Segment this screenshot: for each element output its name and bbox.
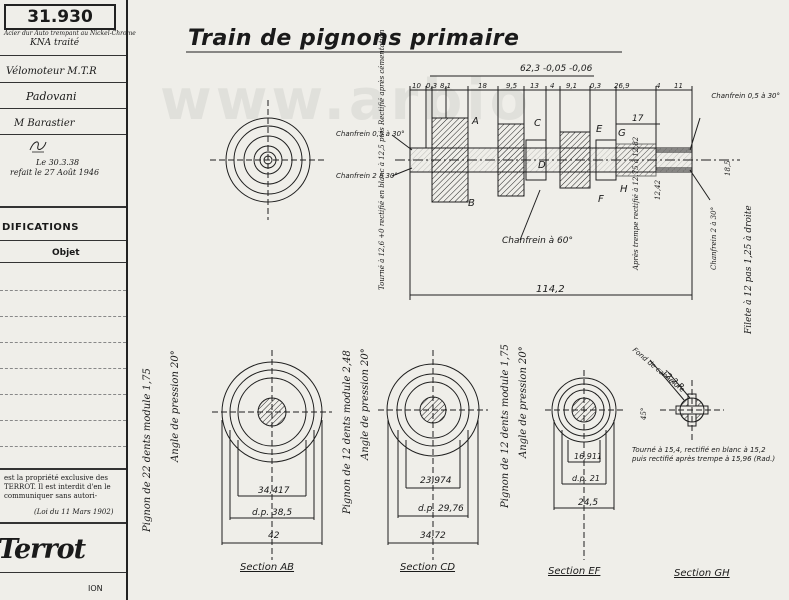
signature: [29, 141, 47, 153]
section-gh-view: [649, 359, 724, 440]
material-grade: KNA traité: [30, 38, 80, 48]
pinion-cd-spec: Pignon de 12 dents module 2,48: [342, 350, 353, 514]
section-ab-view: [212, 350, 332, 560]
table-row: [0, 420, 126, 421]
table-row: [0, 394, 126, 395]
gh-angle: 45°: [640, 407, 648, 420]
table-row: [0, 446, 126, 447]
table-row: [0, 290, 126, 291]
table-row: [0, 368, 126, 369]
pinion-ab-inner: 34,417: [258, 486, 290, 496]
law-reference: (Loi du 11 Mars 1902): [34, 508, 114, 516]
chamfer-left-bottom: Chanfrein 2 à 30°: [336, 172, 398, 180]
top-dim: 4: [656, 82, 661, 90]
section-letter: H: [620, 184, 628, 195]
date-redone: refait le 27 Août 1946: [10, 168, 100, 177]
divider: [0, 468, 126, 470]
top-dim: 9,5: [506, 82, 518, 90]
draftsman-name: Padovani: [26, 90, 77, 103]
section-letter: F: [598, 194, 604, 205]
vehicle-name: Vélomoteur M.T.R: [6, 66, 97, 77]
overall-length: 114,2: [536, 284, 565, 295]
pinion-ef-pitch: d.p. 21: [572, 474, 600, 483]
section-ef-view: [545, 370, 623, 560]
top-dim: 0,3: [590, 82, 602, 90]
diameter-right-1: 18,5: [724, 160, 732, 176]
section-letter: D: [538, 160, 546, 171]
section-cd-view: [378, 350, 488, 560]
pinion-ab-pitch: d.p. 38,5: [252, 508, 293, 518]
section-letter: A: [472, 116, 479, 127]
divider: [0, 572, 126, 573]
section-letter: G: [618, 128, 626, 139]
top-dim: 26,9: [614, 82, 630, 90]
table-row: [0, 342, 126, 343]
pinion-ef-outer: 24,5: [578, 498, 599, 508]
pinion-ab-angle: Angle de pression 20°: [170, 350, 181, 462]
divider: [0, 522, 126, 524]
gh-note: Tourné à 15,4, rectifié en blanc à 15,2 …: [632, 446, 776, 463]
material-text: Acier dur Auto trempant au Nickel-Chrome: [4, 30, 136, 37]
objet-header: Objet: [52, 248, 80, 258]
drawing-title: Train de pignons primaire: [188, 26, 520, 51]
section-gh-label: Section GH: [674, 568, 730, 579]
top-dim: 0,3: [426, 82, 438, 90]
divider: [0, 206, 126, 208]
divider: [0, 82, 126, 83]
pinion-ab-spec: Pignon de 22 dents module 1,75: [142, 368, 153, 532]
checker-name: M Barastier: [14, 118, 75, 129]
title-block: 31.930 Acier dur Auto trempant au Nickel…: [0, 0, 136, 600]
note-right: Après trempe rectifié à 12,75 à 12,82: [632, 136, 640, 270]
pinion-cd-outer: 34,72: [420, 531, 446, 541]
section-ef-label: Section EF: [548, 566, 601, 577]
note-left: Tourné à 12,6 +0 rectifié en blanc à 12,…: [378, 29, 386, 291]
divider: [0, 134, 126, 135]
section-letter: E: [596, 124, 603, 135]
date-created: Le 30.3.38: [36, 158, 80, 167]
divider: [0, 55, 126, 56]
brand-logo: Terrot: [0, 534, 86, 565]
top-dim: 9,1: [566, 82, 578, 90]
thread-spec: Filete à 12 pas 1,25 à droite: [744, 205, 754, 334]
shaft-profile: [395, 117, 740, 203]
dim-17: 17: [632, 114, 644, 124]
legal-notice: est la propriété exclusive des TERROT. I…: [4, 474, 111, 500]
divider: [0, 108, 126, 109]
top-dim: 8,1: [440, 82, 452, 90]
chamfer-right-top: Chanfrein 0,5 à 30°: [711, 92, 780, 100]
section-cd-label: Section CD: [400, 562, 456, 573]
diameter-right-2: 12,42: [654, 179, 662, 200]
modifications-header: DIFICATIONS: [2, 222, 79, 233]
table-row: [0, 316, 126, 317]
bottom-fragment: ION: [88, 584, 103, 593]
pinion-ef-spec: Pignon de 12 dents module 1,75: [500, 344, 511, 508]
section-letter: B: [468, 198, 475, 209]
top-dim: 18: [478, 82, 487, 90]
top-dim: 11: [674, 82, 683, 90]
pinion-cd-pitch: d.p. 29,76: [418, 504, 464, 514]
pinion-ab-outer: 42: [268, 531, 280, 541]
top-dim: 4: [550, 82, 555, 90]
chamfer-left-top: Chanfrein 0,5 à 30°: [336, 130, 405, 138]
section-ab-label: Section AB: [240, 562, 295, 573]
pinion-cd-angle: Angle de pression 20°: [360, 348, 371, 460]
top-dim: 10: [412, 82, 421, 90]
section-letter: C: [534, 118, 541, 129]
pinion-cd-inner: 23,974: [420, 476, 452, 486]
divider: [0, 240, 126, 241]
chamfer-right-bottom: Chanfrein 2 à 30°: [710, 206, 718, 270]
shaft-end-view: [210, 100, 326, 220]
divider: [0, 262, 126, 263]
drawing-number: 31.930: [4, 4, 116, 30]
chamfer-center: Chanfrein à 60°: [502, 236, 574, 246]
dimension-chain: [409, 75, 693, 150]
dim-62: 62,3 -0,05 -0,06: [520, 64, 593, 74]
top-dim: 13: [530, 82, 539, 90]
pinion-ef-angle: Angle de pression 20°: [518, 346, 529, 458]
pinion-ef-inner: 16,911: [574, 452, 602, 461]
